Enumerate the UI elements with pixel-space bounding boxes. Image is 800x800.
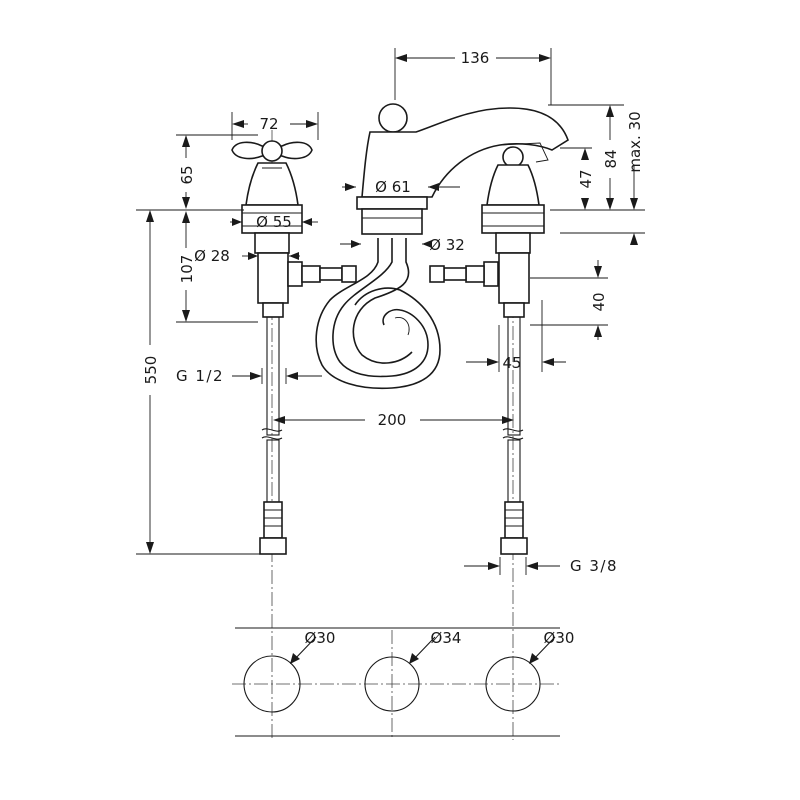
- valve-bodies: [254, 232, 531, 318]
- label-escutcheon-diameter: Ø 55: [256, 213, 292, 231]
- label-valve-body-height: 107: [178, 255, 196, 284]
- label-hole-right: Ø30: [544, 629, 575, 647]
- label-spout-shank-diameter: Ø 32: [429, 236, 465, 254]
- left-cross-handle: [231, 140, 313, 206]
- label-overall-length: 550: [142, 356, 160, 385]
- dimension-labels: 136 72 65 Ø 55 Ø 61 Ø 28 Ø 32 107 47 84 …: [142, 49, 644, 647]
- label-hole-center: Ø34: [431, 629, 462, 647]
- label-inlet-thread: G 1/2: [176, 367, 224, 385]
- supply-hoses: [259, 316, 528, 555]
- label-connector-offset: 40: [590, 292, 608, 311]
- dimension-lines: [136, 48, 645, 575]
- hole-center-circle: [364, 656, 420, 712]
- label-hose-thread: G 3/8: [570, 557, 618, 575]
- escutcheons: [241, 204, 545, 234]
- label-hole-left: Ø30: [305, 629, 336, 647]
- label-center-distance: 200: [378, 411, 407, 429]
- spout: [356, 103, 569, 235]
- label-shank-diameter: Ø 28: [194, 247, 230, 265]
- label-spout-height-max: max. 30: [626, 111, 644, 172]
- hole-left-circle: [243, 655, 301, 713]
- label-handle-height: 65: [178, 165, 196, 184]
- label-spout-height: 84: [602, 149, 620, 168]
- label-handle-width: 72: [259, 115, 278, 133]
- right-handle: [486, 146, 540, 206]
- label-spout-base-diameter: Ø 61: [375, 178, 411, 196]
- label-spout-reach: 136: [461, 49, 490, 67]
- label-valve-depth: 45: [502, 354, 521, 372]
- label-outlet-height: 47: [577, 169, 595, 188]
- connecting-hoses: [287, 238, 499, 390]
- hole-right-circle: [485, 656, 541, 712]
- hole-layout: [235, 627, 560, 737]
